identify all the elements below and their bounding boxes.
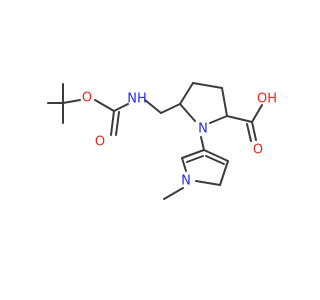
bond-ring-n-pyrrole-c3 xyxy=(200,136,205,151)
bond-ester-o-carbonyl-c xyxy=(94,99,115,112)
bond-acid-double-b xyxy=(246,123,252,142)
bond-carbonyl-double-b xyxy=(115,111,120,136)
bond-ch2-ring-c5 xyxy=(160,103,181,114)
pyrrolidine-nitrogen-label: N xyxy=(198,122,208,137)
bond-nh-ch2 xyxy=(144,99,162,114)
bond-ring-c2-n xyxy=(209,115,228,124)
bond-ring-n-c5 xyxy=(179,103,196,122)
pyrrolidine-ring xyxy=(179,82,228,124)
bond-pyrrole-c3-c4-inner xyxy=(205,155,225,165)
bond-pyrrole-c5-n xyxy=(195,180,221,186)
molecule-structure-diagram: O O NH N N OH O xyxy=(47,82,277,200)
bond-tbu-c-ester-o xyxy=(62,99,81,104)
bond-pyrrole-c2-c3 xyxy=(181,149,205,159)
bond-ring-c5-c4 xyxy=(179,82,194,105)
boc-carbamate-group xyxy=(94,99,181,136)
bond-pyrrole-c4-c5 xyxy=(219,160,229,186)
bond-carbonyl-double-a xyxy=(110,110,115,136)
acid-oxygen-label: O xyxy=(253,143,263,158)
bond-pyrrole-n-c2 xyxy=(181,157,187,172)
bond-ring-c3-c2 xyxy=(221,87,228,117)
pyrrole-nitrogen-label: N xyxy=(181,174,191,189)
carboxylic-acid-group xyxy=(226,104,263,142)
bond-pyrrole-n-methyl xyxy=(163,187,184,200)
bond-c2-acid-c xyxy=(226,115,253,123)
bond-pyrrole-c3-c4 xyxy=(203,149,229,162)
bond-acid-c-oh xyxy=(251,104,263,123)
acid-hydroxyl-label: OH xyxy=(257,92,277,107)
tert-butyl-group xyxy=(47,83,81,124)
bond-ring-c4-c3 xyxy=(192,82,223,89)
ester-oxygen-label: O xyxy=(82,91,92,106)
bond-carbonyl-c-nh xyxy=(113,103,129,112)
amide-nh-label: NH xyxy=(127,92,147,107)
bond-pyrrole-c2-c3-inner xyxy=(186,155,204,163)
n-methylpyrrole-ring xyxy=(163,136,229,200)
bond-acid-double-a xyxy=(251,121,257,141)
carbonyl-oxygen-label: O xyxy=(95,135,105,150)
